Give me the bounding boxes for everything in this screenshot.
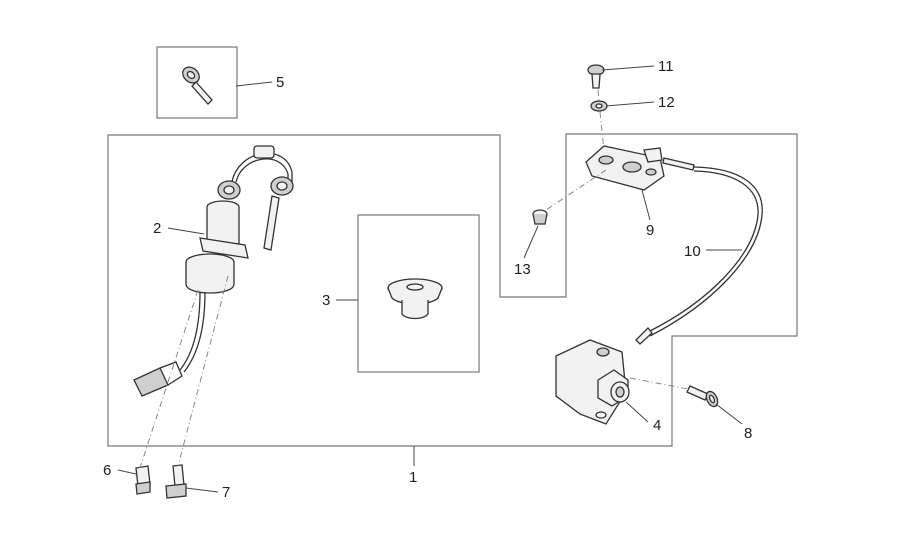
alignment-lines [139, 89, 689, 469]
callout-3: 3 [322, 292, 330, 309]
callout-8: 8 [744, 425, 752, 442]
bolt-7-part [165, 464, 187, 499]
set-screw-part [135, 465, 151, 495]
callout-9: 9 [646, 222, 654, 239]
fuel-cap-part [387, 278, 443, 320]
screw-11-part [587, 64, 605, 89]
callout-11: 11 [658, 58, 674, 75]
callout-13: 13 [514, 261, 531, 278]
callout-12: 12 [658, 94, 675, 111]
lock-assembly-part [555, 339, 630, 425]
callout-10: 10 [684, 243, 701, 260]
cable-part [635, 157, 763, 345]
callout-7: 7 [222, 484, 230, 501]
kit-frame [107, 133, 798, 447]
ignition-switch-part [133, 145, 294, 397]
key-frame [156, 46, 238, 119]
callout-2: 2 [153, 220, 161, 237]
key-part [182, 66, 213, 105]
callout-6: 6 [103, 462, 111, 479]
callout-5: 5 [276, 74, 284, 91]
callout-4: 4 [653, 417, 661, 434]
grommet-13-part [532, 209, 548, 225]
washer-12-part [590, 100, 608, 112]
callout-1: 1 [409, 469, 417, 486]
hinge-plate-part [585, 145, 665, 191]
leader-lines [117, 65, 743, 493]
bolt-8-part [686, 385, 719, 408]
cap-frame [357, 214, 480, 373]
